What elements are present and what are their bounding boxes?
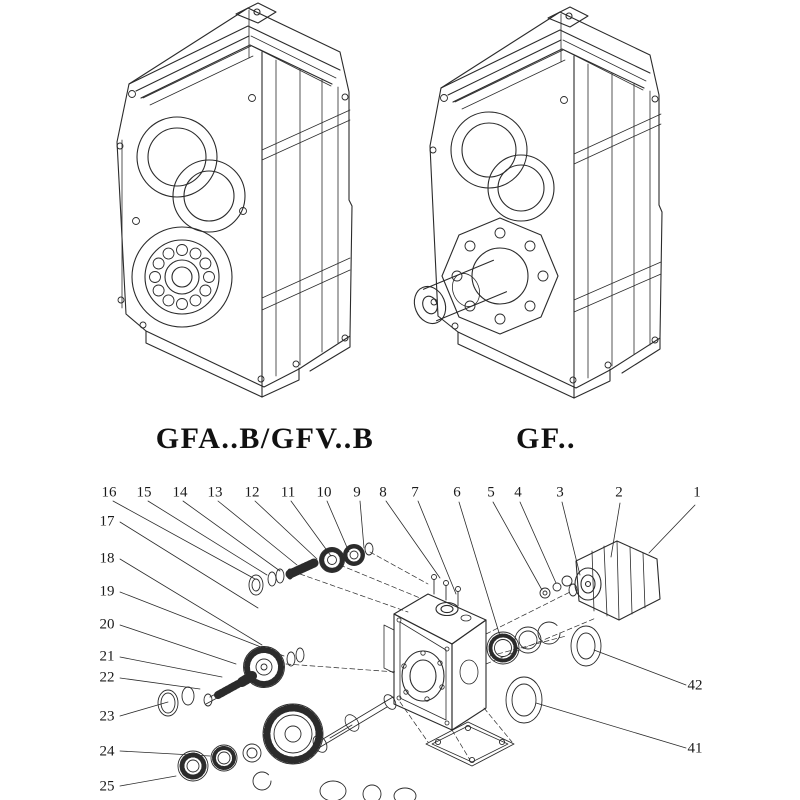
callout-3: 3 [556,484,564,501]
intermediate-gear-parts [157,646,305,717]
callout-10: 10 [316,484,332,501]
gasket-plate-part [425,721,515,767]
plug-parts [539,575,573,599]
model-label-gfab-gfvb: GFA..B/GFV..B [155,422,375,455]
callout-14: 14 [172,484,188,501]
input-shaft-parts [248,542,374,596]
callout-19: 19 [99,583,115,600]
output-side-rings [486,621,602,724]
output-gear-parts [177,694,417,800]
model-label-gf: GF.. [516,422,576,455]
callout-11: 11 [280,484,296,501]
callout-17: 17 [99,513,115,530]
callout-23: 23 [99,708,115,725]
callout-12: 12 [244,484,260,501]
callout-20: 20 [99,616,115,633]
exploded-view-drawing [112,500,696,800]
callout-42: 42 [687,677,703,694]
callout-4: 4 [514,484,522,501]
assembly-axis-lines [285,551,597,761]
callout-16: 16 [101,484,117,501]
gearbox-drawing-solid-shaft [413,6,663,399]
callout-5: 5 [487,484,495,501]
callout-25: 25 [99,778,115,795]
callout-21: 21 [99,648,115,665]
callout-24: 24 [99,743,115,760]
callout-15: 15 [136,484,152,501]
input-adapter-part [568,540,661,621]
callout-9: 9 [353,484,361,501]
leader-lines [112,500,696,787]
callout-18: 18 [99,550,115,567]
callout-6: 6 [453,484,461,501]
callout-41: 41 [687,740,703,757]
callout-7: 7 [411,484,419,501]
callout-8: 8 [379,484,387,501]
callout-1: 1 [693,484,701,501]
housing-part [383,574,487,731]
callout-13: 13 [207,484,223,501]
callout-22: 22 [99,669,115,686]
gearbox-drawing-foot-mounted [116,2,353,398]
callout-2: 2 [615,484,623,501]
